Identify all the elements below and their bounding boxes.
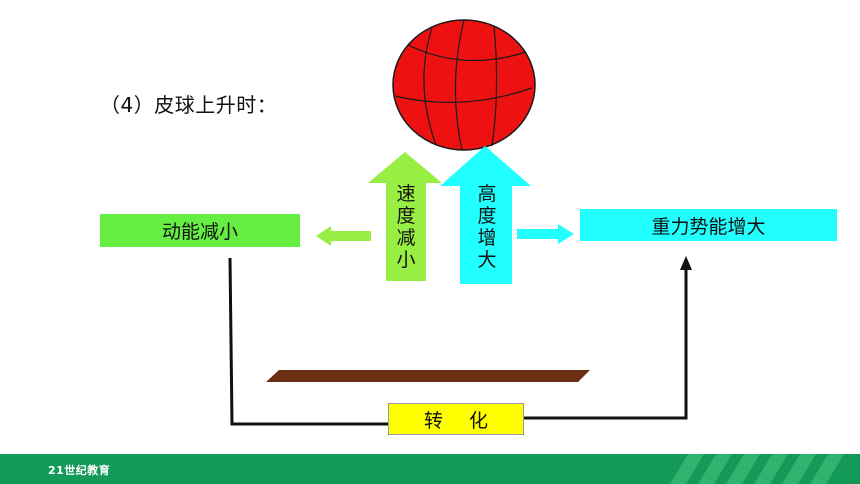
height-arrow-shape xyxy=(440,146,531,284)
basketball-icon xyxy=(392,19,536,151)
question-text: （4）皮球上升时： xyxy=(100,93,278,117)
speed-arrow-label: 速度减小 xyxy=(396,183,416,271)
speed-arrow-shape xyxy=(368,152,442,281)
logo-text: 21世纪教育 xyxy=(48,464,111,477)
conversion-box: 转 化 xyxy=(388,403,524,435)
conversion-line-right xyxy=(524,268,688,420)
conversion-label: 转 化 xyxy=(423,409,499,432)
height-arrow-label: 高度增大 xyxy=(477,183,497,271)
kinetic-energy-box: 动能减小 xyxy=(100,214,300,247)
conversion-line xyxy=(228,257,390,426)
potential-energy-box: 重力势能增大 xyxy=(580,209,837,241)
footer-bar xyxy=(0,454,860,484)
footer-stripes xyxy=(670,454,844,484)
right-arrow-icon xyxy=(517,224,574,244)
left-arrow-icon xyxy=(316,226,371,246)
potential-energy-label: 重力势能增大 xyxy=(651,215,766,238)
kinetic-energy-label: 动能减小 xyxy=(161,221,238,243)
up-arrowhead-icon xyxy=(680,256,692,270)
brown-bar-shape xyxy=(266,370,590,382)
